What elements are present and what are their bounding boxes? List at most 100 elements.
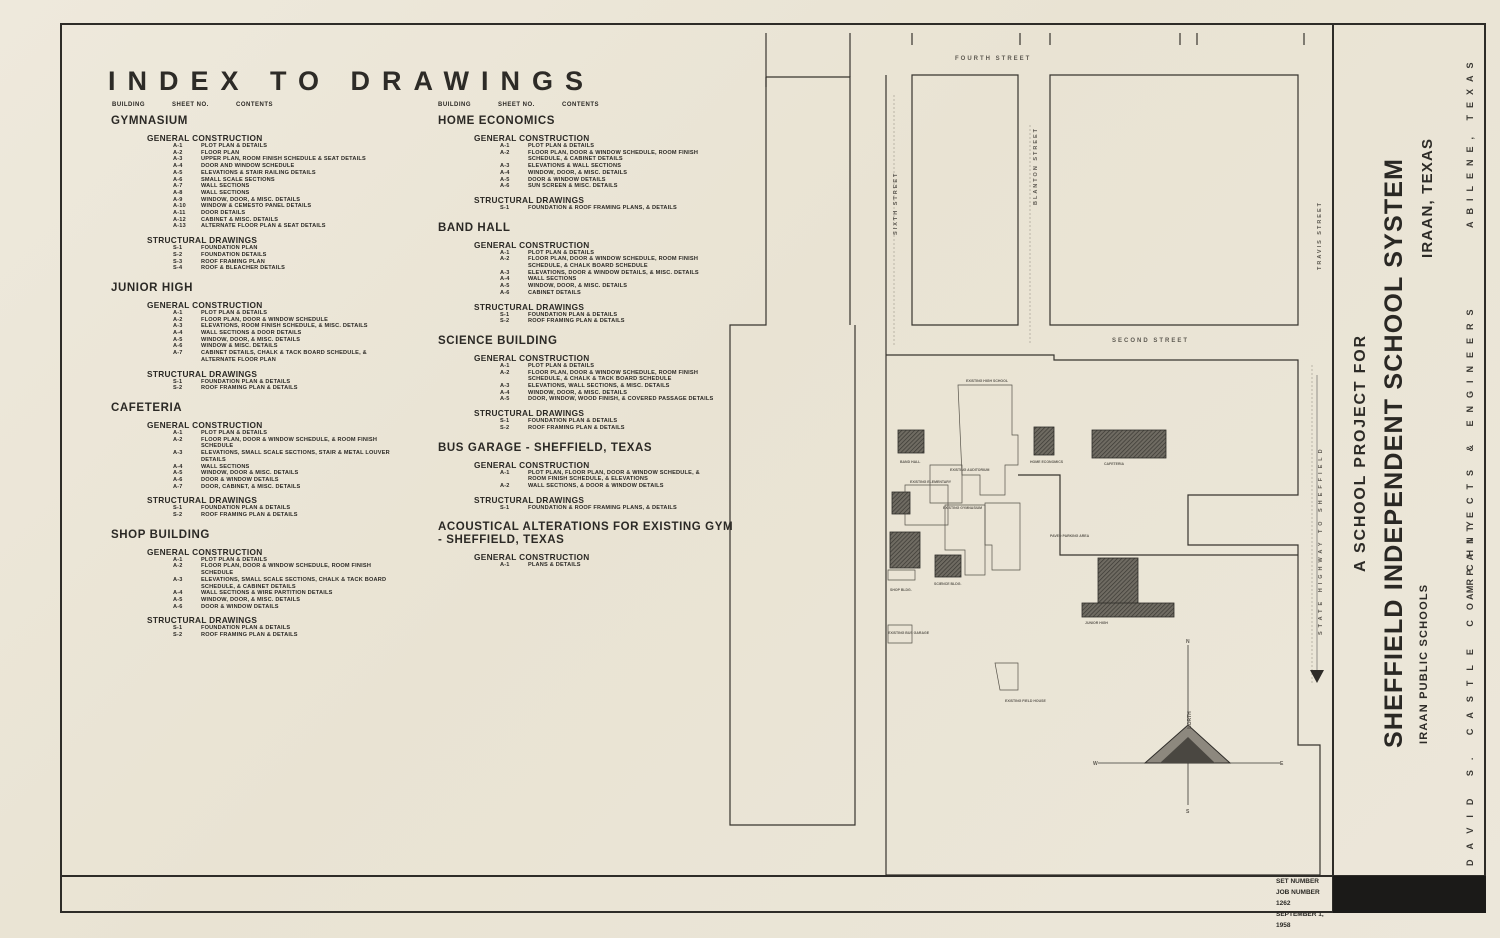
sheet-contents: WINDOW, DOOR, & MISC. DETAILS bbox=[528, 389, 628, 396]
sheet-contents: WALL SECTIONS & WIRE PARTITION DETAILS bbox=[201, 590, 333, 597]
architect-role: ARCHITECTS & ENGINEERS bbox=[1465, 301, 1475, 600]
block-right-upper bbox=[1049, 74, 1299, 326]
building-heading: ACOUSTICAL ALTERATIONS FOR EXISTING GYM … bbox=[438, 521, 734, 547]
label-cafeteria: CAFETERIA bbox=[1104, 462, 1125, 466]
sheet-list-item: A-6 DOOR & WINDOW DETAILS bbox=[111, 604, 411, 611]
sheet-number: A-9 bbox=[173, 196, 183, 203]
sheet-contents: PLOT PLAN & DETAILS bbox=[201, 309, 268, 316]
sheet-number: A-2 bbox=[173, 316, 183, 323]
label-science: SCIENCE BLDG. bbox=[934, 582, 961, 586]
sheet-number: A-1 bbox=[173, 143, 183, 149]
north-arrow bbox=[1098, 645, 1280, 805]
sheet-contents: PLOT PLAN & DETAILS bbox=[201, 429, 268, 436]
sheet-number: A-2 bbox=[173, 149, 183, 156]
sheet-list-item: A-5 DOOR & WINDOW DETAILS bbox=[438, 177, 738, 184]
client: IRAAN PUBLIC SCHOOLS bbox=[1418, 583, 1430, 744]
existing-gymnasium bbox=[944, 504, 986, 576]
sheet-number: A-11 bbox=[173, 210, 186, 217]
sheet-number: A-12 bbox=[173, 216, 186, 223]
label-existing-bus: EXISTING BUS GARAGE bbox=[888, 631, 930, 635]
sheet-number: A-6 bbox=[173, 603, 183, 610]
sheet-number: A-7 bbox=[173, 183, 183, 190]
sheet-number: A-1 bbox=[500, 469, 510, 476]
sheet-number: A-5 bbox=[500, 283, 510, 290]
drawing-group-heading: STRUCTURAL DRAWINGS bbox=[474, 408, 585, 419]
sheet-number: A-2 bbox=[500, 256, 510, 263]
sheet-contents: PLOT PLAN & DETAILS bbox=[528, 143, 595, 149]
drawing-group-heading: GENERAL CONSTRUCTION bbox=[147, 133, 263, 143]
sheet-list-item: S-1 FOUNDATION PLAN & DETAILS bbox=[111, 379, 411, 386]
sheet-number: A-10 bbox=[173, 203, 186, 210]
header-contents: CONTENTS bbox=[236, 102, 273, 108]
sheet-contents: DOOR & WINDOW DETAILS bbox=[528, 176, 606, 183]
drawing-group-heading: GENERAL CONSTRUCTION bbox=[147, 419, 263, 430]
sheet-list-item: A-3 ELEVATIONS, WALL SECTIONS, & MISC. DE… bbox=[438, 383, 738, 390]
sheet-number: S-1 bbox=[173, 378, 183, 385]
building-heading: BUS GARAGE - SHEFFIELD, TEXAS bbox=[438, 441, 653, 454]
sheet-contents: ELEVATIONS, WALL SECTIONS, & MISC. DETAI… bbox=[528, 383, 670, 390]
sheet-number: A-1 bbox=[500, 249, 510, 256]
header-sheet-no: SHEET NO. bbox=[498, 102, 535, 108]
cafeteria-building bbox=[1091, 429, 1167, 459]
drawing-group-heading: GENERAL CONSTRUCTION bbox=[147, 299, 263, 310]
sheet-number: A-1 bbox=[173, 556, 183, 563]
sheet-contents: DOOR & WINDOW DETAILS bbox=[201, 603, 279, 610]
sheet-number: S-2 bbox=[173, 385, 183, 392]
label-n: N bbox=[1186, 639, 1190, 645]
sheet-number: A-3 bbox=[173, 323, 183, 330]
label-home-ec: HOME ECONOMICS bbox=[1030, 460, 1064, 464]
sheet-number: A-3 bbox=[500, 383, 510, 390]
block-middle-upper bbox=[911, 74, 1019, 326]
label-junior-high: JUNIOR HIGH bbox=[1085, 621, 1108, 625]
sheet-contents: FOUNDATION PLAN & DETAILS bbox=[201, 378, 291, 385]
sheet-contents: FLOOR PLAN, DOOR & WINDOW SCHEDULE, ROOM… bbox=[528, 149, 699, 163]
sheet-number: A-2 bbox=[500, 369, 510, 376]
sheet-contents: UPPER PLAN, ROOM FINISH SCHEDULE & SEAT … bbox=[201, 156, 366, 163]
sheet-contents: ROOF FRAMING PLAN bbox=[201, 258, 265, 265]
sheet-number: S-1 bbox=[173, 245, 183, 252]
sheet-number: A-6 bbox=[500, 183, 510, 190]
building-heading: HOME ECONOMICS bbox=[438, 115, 556, 127]
sheet-number: A-4 bbox=[500, 169, 510, 176]
sheet-number: A-4 bbox=[173, 463, 183, 470]
drawing-group-heading: STRUCTURAL DRAWINGS bbox=[474, 494, 585, 505]
shop-building bbox=[891, 491, 911, 515]
sheet-number: A-6 bbox=[173, 476, 183, 483]
sheet-contents: ROOF FRAMING PLAN & DETAILS bbox=[201, 512, 298, 519]
sheet-contents: PLANS & DETAILS bbox=[528, 562, 581, 569]
block-left-upper bbox=[766, 76, 851, 325]
label-existing-gym: EXISTING GYMNASIUM bbox=[943, 506, 982, 510]
sheet-contents: PLOT PLAN & DETAILS bbox=[528, 362, 595, 369]
sheet-number: S-2 bbox=[500, 424, 510, 431]
drawing-group-heading: STRUCTURAL DRAWINGS bbox=[147, 615, 258, 626]
drawing-group-heading: GENERAL CONSTRUCTION bbox=[474, 352, 590, 363]
building-heading: JUNIOR HIGH bbox=[111, 281, 193, 294]
sheet-number: A-5 bbox=[500, 176, 510, 183]
science-building bbox=[934, 554, 962, 578]
sheet-number: A-7 bbox=[173, 483, 183, 490]
sheet-number: A-3 bbox=[173, 576, 183, 583]
sheet-contents: DOOR, WINDOW, WOOD FINISH, & COVERED PAS… bbox=[528, 396, 714, 403]
